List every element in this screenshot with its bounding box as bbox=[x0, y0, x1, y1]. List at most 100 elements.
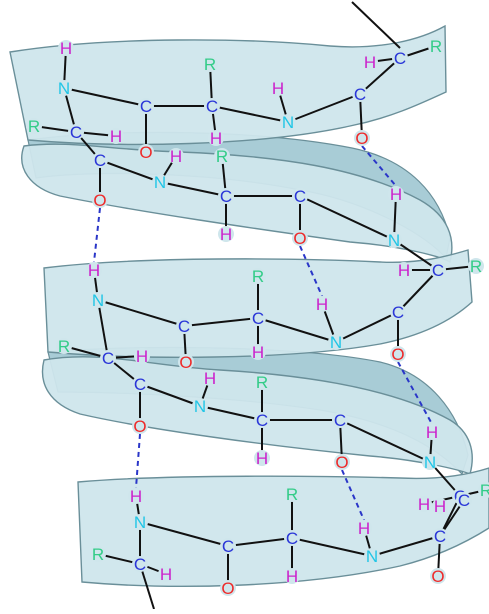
atom-backdrop bbox=[90, 292, 106, 308]
atom-backdrop bbox=[202, 56, 218, 72]
atom-backdrop bbox=[432, 498, 448, 514]
atom-backdrop bbox=[284, 530, 300, 546]
atom-backdrop bbox=[152, 174, 168, 190]
atom-n: N bbox=[388, 231, 400, 250]
atom-backdrop bbox=[422, 454, 438, 470]
atom-backdrop bbox=[432, 528, 448, 544]
covalent-bond bbox=[199, 405, 263, 421]
atom-c: C bbox=[392, 303, 404, 322]
atom-c: C bbox=[432, 261, 444, 280]
atom-r: R bbox=[286, 485, 298, 504]
atom-r: R bbox=[28, 117, 40, 136]
atom-backdrop bbox=[270, 80, 286, 96]
atom-c: C bbox=[70, 123, 82, 142]
atom-backdrop bbox=[250, 268, 266, 284]
atom-r: R bbox=[204, 55, 216, 74]
atom-backdrop bbox=[390, 304, 406, 320]
atom-backdrop bbox=[284, 568, 300, 584]
atom-n: N bbox=[58, 79, 70, 98]
atom-h: H bbox=[130, 487, 142, 506]
covalent-bond bbox=[339, 419, 431, 463]
atom-h: H bbox=[358, 519, 370, 538]
atom-backdrop bbox=[204, 98, 220, 114]
atom-c: C bbox=[206, 97, 218, 116]
atom-backdrop bbox=[254, 450, 270, 466]
atom-backdrop bbox=[168, 148, 184, 164]
atom-backdrop bbox=[90, 546, 106, 562]
atom-n: N bbox=[92, 291, 104, 310]
atom-backdrop bbox=[128, 488, 144, 504]
hydrogen-bonds bbox=[93, 145, 433, 521]
atom-h: H bbox=[390, 185, 402, 204]
atom-backdrop bbox=[334, 454, 350, 470]
atom-backdrop bbox=[388, 186, 404, 202]
atom-backdrop bbox=[138, 144, 154, 160]
covalent-bond bbox=[393, 239, 439, 271]
atom-backdrop bbox=[332, 412, 348, 428]
atom-r: R bbox=[252, 267, 264, 286]
atom-r: R bbox=[256, 373, 268, 392]
atom-backdrop bbox=[478, 482, 489, 498]
atom-backdrop bbox=[58, 40, 74, 56]
atom-backdrop bbox=[132, 514, 148, 530]
atom-backdrop bbox=[352, 86, 368, 102]
atom-n: N bbox=[134, 513, 146, 532]
hydrogen-bond bbox=[93, 207, 101, 263]
atom-h: H bbox=[316, 295, 328, 314]
atom-o: O bbox=[133, 417, 146, 436]
atom-h: H bbox=[272, 79, 284, 98]
atom-r: R bbox=[58, 337, 70, 356]
atom-n: N bbox=[330, 333, 342, 352]
atom-o: O bbox=[221, 579, 234, 598]
atom-h: H bbox=[110, 127, 122, 146]
atom-c: C bbox=[140, 97, 152, 116]
hydrogen-bond bbox=[135, 433, 141, 489]
atom-backdrop bbox=[386, 232, 402, 248]
atom-h: H bbox=[364, 53, 376, 72]
atom-backdrop bbox=[430, 568, 446, 584]
atom-backdrop bbox=[86, 262, 102, 278]
atom-backdrop bbox=[202, 370, 218, 386]
atom-backdrop bbox=[362, 54, 378, 70]
atom-c: C bbox=[256, 411, 268, 430]
atom-backdrop bbox=[178, 354, 194, 370]
atom-c: C bbox=[294, 187, 306, 206]
atom-backdrop bbox=[250, 344, 266, 360]
atom-backdrop bbox=[192, 398, 208, 414]
hydrogen-bond bbox=[341, 469, 365, 521]
atom-h: H bbox=[426, 423, 438, 442]
covalent-bond bbox=[291, 537, 373, 557]
atom-backdrop bbox=[392, 50, 408, 66]
atom-backdrop bbox=[134, 348, 150, 364]
atom-h: H bbox=[398, 261, 410, 280]
atom-backdrop bbox=[390, 346, 406, 362]
atom-backdrop bbox=[176, 318, 192, 334]
atom-backdrop bbox=[280, 114, 296, 130]
hydrogen-bond bbox=[299, 245, 323, 297]
atom-backdrop bbox=[430, 262, 446, 278]
atom-c: C bbox=[178, 317, 190, 336]
covalent-bond bbox=[335, 311, 399, 343]
atom-backdrop bbox=[254, 374, 270, 390]
atom-backdrop bbox=[456, 492, 472, 508]
covalent-bond bbox=[397, 269, 439, 313]
covalent-bond bbox=[97, 299, 185, 327]
atom-backdrop bbox=[56, 338, 72, 354]
atom-h: H bbox=[136, 347, 148, 366]
atom-backdrop bbox=[254, 412, 270, 428]
atom-c: C bbox=[334, 411, 346, 430]
atom-backdrop bbox=[92, 192, 108, 208]
atom-o: O bbox=[93, 191, 106, 210]
atom-backdrop bbox=[208, 130, 224, 146]
atom-backdrop bbox=[132, 376, 148, 392]
atom-h: H bbox=[434, 497, 446, 516]
atom-c: C bbox=[134, 375, 146, 394]
covalent-bond bbox=[139, 521, 229, 547]
atom-backdrop bbox=[214, 148, 230, 164]
atom-n: N bbox=[282, 113, 294, 132]
atom-backdrop bbox=[468, 258, 484, 274]
atom-backdrop bbox=[328, 334, 344, 350]
atom-h: H bbox=[88, 261, 100, 280]
atom-r: R bbox=[480, 481, 489, 500]
